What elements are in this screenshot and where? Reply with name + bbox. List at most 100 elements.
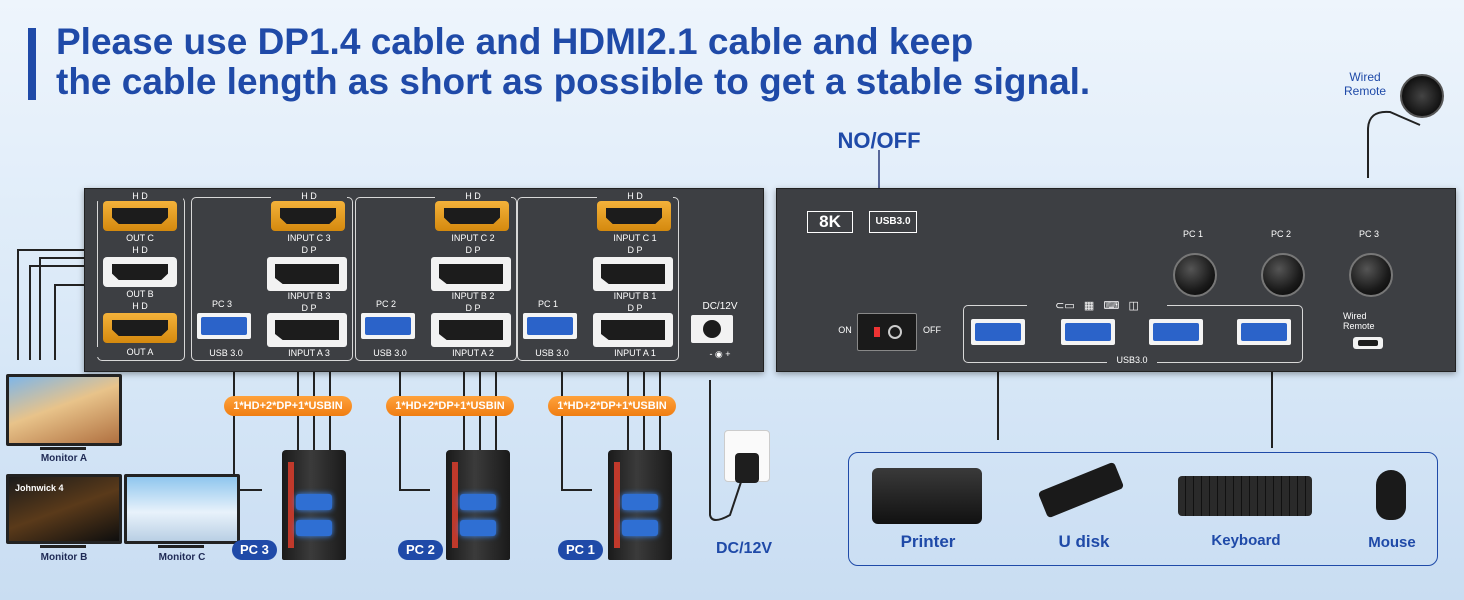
hdmi-port-out-b[interactable] [103,257,177,287]
monitor-a-stand [40,447,86,450]
hd-label-input-c2: H D [435,191,511,201]
peripheral-printer: Printer [900,532,956,551]
power-adapter-icon [724,430,770,483]
pc3-select-button[interactable] [1349,253,1393,297]
dc-power-jack[interactable] [691,315,733,343]
usb-port-pc2[interactable] [361,313,415,339]
dp-label-input-b1: D P [627,245,643,255]
pc-tag-1: PC 1 [558,540,603,560]
monitor-b-stand [40,545,86,548]
dp-port-input-b3[interactable] [267,257,347,291]
label-out-b: OUT B [126,289,154,299]
wired-remote-top-label: Wired Remote [1343,70,1387,98]
dc-polarity: - ◉ + [709,349,731,359]
dp-port-input-b2[interactable] [431,257,511,291]
headline: Please use DP1.4 cable and HDMI2.1 cable… [56,22,1090,102]
headline-line-1: Please use DP1.4 cable and HDMI2.1 cable… [56,21,974,62]
peripheral-mouse: Mouse [1368,534,1416,551]
keyboard-icon [1178,476,1312,516]
power-rocker-switch[interactable] [857,313,917,351]
peripheral-glyphs: ⊂▭ ▦ ⌨ ◫ [1027,299,1167,312]
hdmi-port-out-c[interactable] [103,201,177,231]
monitor-b-screen-text: Johnwick 4 [15,483,64,493]
wired-remote-port[interactable] [1353,337,1383,349]
knob-label-pc2: PC 2 [1270,229,1291,239]
label-input-a3: INPUT A 3 [267,348,351,358]
switch-on-label: ON [838,325,852,335]
pc2-select-button[interactable] [1261,253,1305,297]
monitor-c-stand [158,545,204,548]
pc-tag-2: PC 2 [398,540,443,560]
pc-tower-1 [608,450,672,560]
label-pc1-usb-group: PC 1 [537,299,558,309]
dp-label-input-a3: D P [301,303,317,313]
monitor-a-label: Monitor A [40,453,88,464]
kvm-front-panel: 8K USB3.0 ON OFF PC 1 PC 2 PC 3 ⊂▭ ▦ ⌨ ◫… [776,188,1456,372]
front-usb-port-1[interactable] [971,319,1025,345]
dp-port-input-a1[interactable] [593,313,673,347]
hd-label-input-c3: H D [271,191,347,201]
label-input-c1: INPUT C 1 [613,233,657,243]
label-input-c2: INPUT C 2 [451,233,495,243]
hd-label-input-c1: H D [597,191,673,201]
dp-port-input-b1[interactable] [593,257,673,291]
front-usb-port-2[interactable] [1061,319,1115,345]
dc-label: DC/12V [702,301,738,312]
hd-label-out-a: H D [132,301,148,311]
monitor-b-label: Monitor B [40,552,88,563]
cable-badge-pc2: 1*HD+2*DP+1*USBIN [386,396,514,416]
wired-remote-device-icon [1400,74,1444,118]
peripheral-udisk: U disk [1058,532,1110,551]
hd-label-out-c: H D [97,191,183,201]
usb-port-pc3[interactable] [197,313,251,339]
knob-label-pc1: PC 1 [1182,229,1203,239]
dp-label-input-b2: D P [465,245,481,255]
pc-tower-3 [282,450,346,560]
label-out-c: OUT C [126,233,154,243]
cable-badge-pc1: 1*HD+2*DP+1*USBIN [548,396,676,416]
usb-port-pc1[interactable] [523,313,577,339]
hd-label-out-b: H D [132,245,148,255]
badge-8k: 8K [807,211,853,233]
label-input-c3: INPUT C 3 [287,233,331,243]
front-usb-hub-label: USB3.0 [1107,355,1157,365]
hdmi-port-input-c2[interactable] [435,201,509,231]
dp-label-input-b3: D P [301,245,317,255]
monitor-c-label: Monitor C [158,552,206,563]
headline-line-2: the cable length as short as possible to… [56,61,1091,102]
power-label: DC/12V [715,540,773,557]
switch-label: NO/OFF [837,128,921,153]
dp-label-input-a1: D P [627,303,643,313]
badge-usb: USB3.0 [869,211,917,233]
hdmi-port-input-c3[interactable] [271,201,345,231]
label-usb-pc3: USB 3.0 [193,348,259,358]
pc1-select-button[interactable] [1173,253,1217,297]
peripherals-box [848,452,1438,566]
dp-label-input-a2: D P [465,303,481,313]
cable-badge-pc3: 1*HD+2*DP+1*USBIN [224,396,352,416]
front-usb-port-4[interactable] [1237,319,1291,345]
dp-port-input-a3[interactable] [267,313,347,347]
label-input-a1: INPUT A 1 [593,348,677,358]
front-usb-port-3[interactable] [1149,319,1203,345]
dp-port-input-a2[interactable] [431,313,511,347]
monitor-b: Johnwick 4 [6,474,122,544]
label-pc2-usb-group: PC 2 [375,299,396,309]
label-usb-pc1: USB 3.0 [519,348,585,358]
hdmi-port-out-a[interactable] [103,313,177,343]
hdmi-port-input-c1[interactable] [597,201,671,231]
kvm-rear-panel: H D OUT C H D OUT B H D OUT A H D INPUT … [84,188,764,372]
label-usb-pc2: USB 3.0 [357,348,423,358]
label-pc3-usb-group: PC 3 [211,299,232,309]
label-input-b3: INPUT B 3 [287,291,331,301]
pc-tower-2 [446,450,510,560]
headline-accent-bar [28,28,36,100]
label-out-a: OUT A [97,347,183,357]
printer-icon [872,468,982,524]
label-input-a2: INPUT A 2 [431,348,515,358]
monitor-c [124,474,240,544]
mouse-icon [1376,470,1406,520]
pc-tag-3: PC 3 [232,540,277,560]
knob-label-pc3: PC 3 [1358,229,1379,239]
wired-remote-port-label: Wired Remote [1343,311,1375,331]
